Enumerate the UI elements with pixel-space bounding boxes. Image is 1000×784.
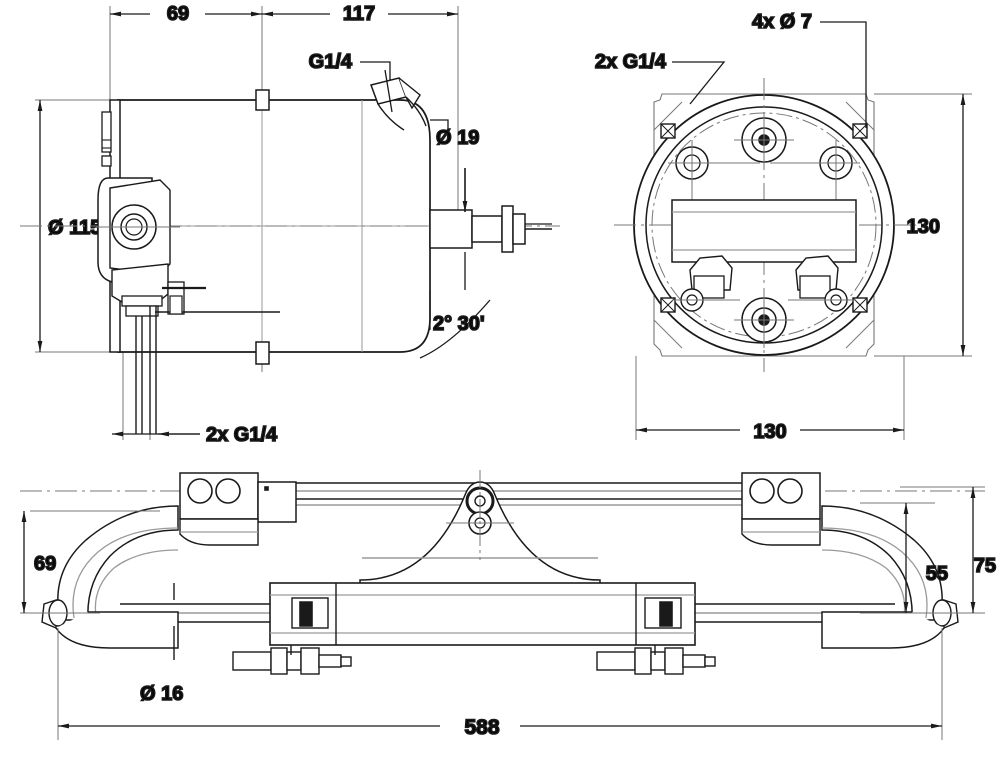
dim-130-vertical: 130 bbox=[874, 93, 972, 357]
dim-label-75: 75 bbox=[974, 555, 996, 577]
center-bracket bbox=[359, 470, 601, 601]
leader-d19 bbox=[430, 119, 449, 140]
lower-ports bbox=[135, 306, 157, 434]
callout-2x-g14-bottom: 2x G1/4 bbox=[112, 423, 279, 447]
label-g14: G1/4 bbox=[309, 51, 353, 73]
collar-ring bbox=[255, 89, 270, 365]
dim-label-588: 588 bbox=[464, 716, 499, 739]
lower-fittings-front bbox=[672, 255, 856, 312]
front-view: 4x Ø 7 2x G1/4 130 130 bbox=[594, 10, 972, 444]
label-2x-g14-bottom: 2x G1/4 bbox=[206, 424, 278, 446]
label-4x-d7: 4x Ø 7 bbox=[752, 11, 812, 33]
center-rail bbox=[671, 199, 857, 263]
dim-label-115: Ø 115 bbox=[48, 217, 101, 239]
dim-label-d16: Ø 16 bbox=[140, 683, 183, 705]
left-arm bbox=[41, 472, 297, 649]
dim-label-69-plan: 69 bbox=[34, 553, 56, 575]
leader-g14 bbox=[360, 61, 391, 80]
dim-label-130-horizontal: 130 bbox=[753, 421, 786, 443]
dim-69-plan: 69 bbox=[21, 510, 160, 614]
angle-callout: 2° 30' bbox=[419, 290, 491, 359]
mounting-boss bbox=[96, 177, 180, 317]
cylinder-housing-plan bbox=[269, 582, 696, 646]
plan-view: 69 Ø 16 55 75 bbox=[20, 470, 997, 740]
side-view: 69 117 Ø 115 bbox=[20, 2, 560, 447]
lower-bracket bbox=[155, 281, 280, 315]
dim-label-69-top: 69 bbox=[167, 3, 189, 25]
top-port-fitting bbox=[370, 69, 427, 131]
label-angle: 2° 30' bbox=[433, 313, 485, 335]
corner-bolt-holes bbox=[660, 123, 868, 313]
piston-rod bbox=[429, 168, 552, 290]
upper-tube bbox=[255, 482, 745, 506]
label-2x-g14-front: 2x G1/4 bbox=[595, 51, 667, 73]
lower-fittings-plan bbox=[232, 645, 716, 675]
dim-588: 588 bbox=[57, 628, 943, 740]
dim-130-horizontal: 130 bbox=[635, 356, 905, 444]
callout-2x-g14-front bbox=[672, 61, 726, 105]
dim-d16: Ø 16 bbox=[139, 583, 184, 706]
label-d19: Ø 19 bbox=[436, 127, 479, 149]
dim-55-75: 55 75 bbox=[860, 486, 997, 614]
callout-4x-d7 bbox=[820, 21, 867, 128]
dim-label-117-top: 117 bbox=[343, 3, 375, 25]
port-circles bbox=[668, 112, 860, 348]
dim-label-130-vertical: 130 bbox=[907, 216, 940, 238]
dim-69-top: 69 bbox=[110, 2, 262, 26]
dim-117-top: 117 bbox=[262, 2, 458, 26]
dim-label-55: 55 bbox=[926, 563, 948, 585]
